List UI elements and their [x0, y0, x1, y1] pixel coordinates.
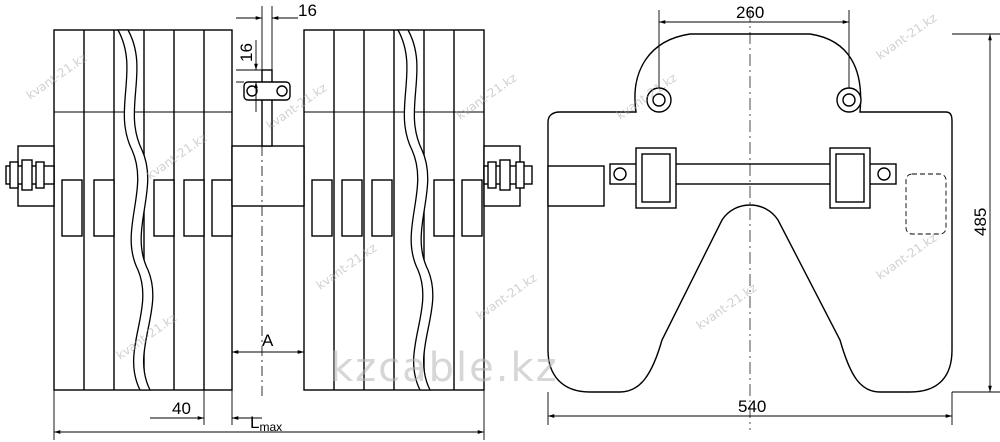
right-bracket	[483, 145, 533, 207]
dim-width: 540	[738, 397, 766, 416]
svg-text:kvant-21.kz: kvant-21.kz	[694, 281, 760, 333]
dim-bolt-height: 16	[237, 43, 256, 62]
side-view	[5, 29, 533, 400]
front-view	[547, 33, 953, 393]
left-bracket	[5, 145, 55, 207]
dim-spacer: A	[262, 331, 274, 350]
right-plate-stack	[303, 29, 485, 391]
break-line-right	[396, 29, 434, 391]
break-line-left	[116, 29, 154, 391]
plate-outline	[547, 33, 953, 393]
dim-total-length: Lmax	[250, 413, 282, 434]
dim-hole-spacing: 260	[736, 3, 764, 22]
hidden-pocket	[905, 173, 947, 235]
dimension-lines-left	[53, 6, 485, 440]
axle	[231, 145, 305, 207]
watermark-main: kzcable.kz	[330, 345, 559, 391]
dimension-lines-right	[547, 10, 1000, 425]
clamp-bolt	[261, 69, 273, 147]
dim-top-gap: 16	[298, 1, 317, 20]
dim-plate-thickness: 40	[172, 399, 191, 418]
svg-text:kvant-21.kz: kvant-21.kz	[874, 11, 940, 63]
dim-height: 485	[971, 208, 990, 236]
rod	[609, 163, 897, 185]
